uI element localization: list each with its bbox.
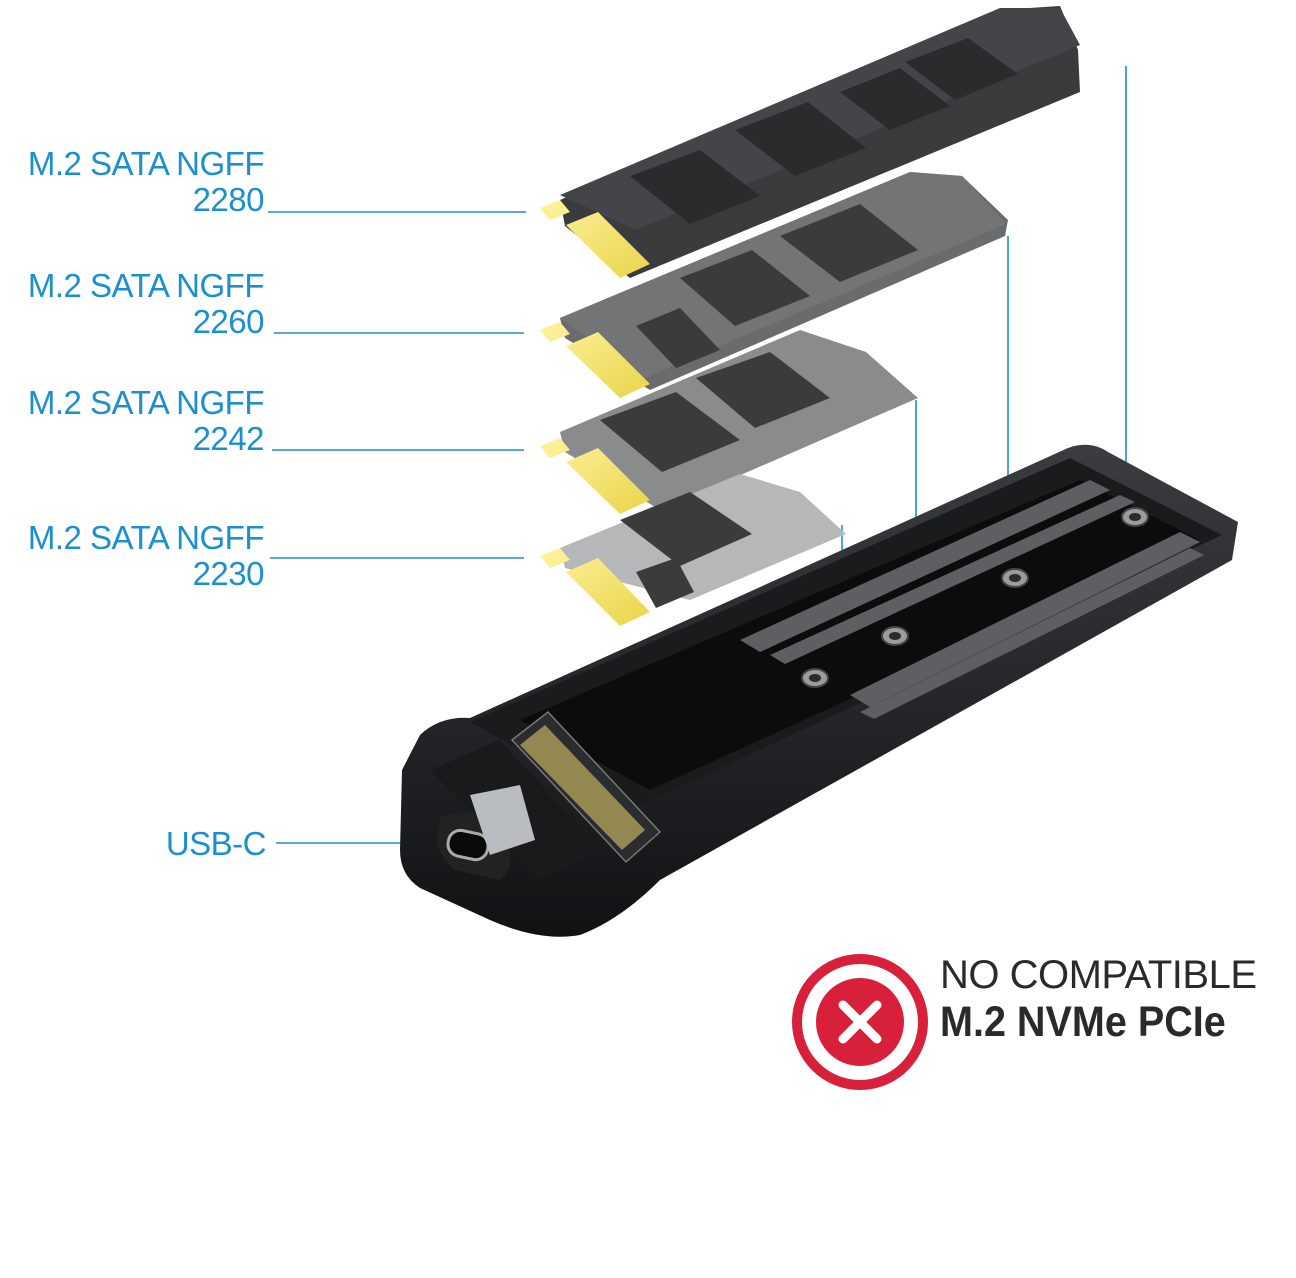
ssd-2230 (540, 474, 846, 626)
label-2242: M.2 SATA NGFF 2242 (27, 384, 265, 457)
label-2260-size: 2260 (192, 303, 265, 340)
label-2260: M.2 SATA NGFF 2260 (27, 267, 265, 340)
label-2230-size: 2230 (192, 555, 265, 592)
label-2280-type: M.2 SATA NGFF (27, 145, 265, 182)
ssd-2260 (540, 172, 1008, 398)
leader-lines (268, 66, 1127, 844)
warning-line2: M.2 NVMe PCIe (940, 998, 1226, 1046)
label-2260-type: M.2 SATA NGFF (27, 267, 265, 304)
ssd-2280 (540, 6, 1080, 278)
label-2230-type: M.2 SATA NGFF (27, 519, 265, 556)
incompatibility-notice: NO COMPATIBLE M.2 NVMe PCIe (940, 955, 1257, 1044)
warning-line1: NO COMPATIBLE (940, 953, 1257, 997)
x-circle-icon (792, 954, 928, 1090)
label-2242-type: M.2 SATA NGFF (27, 384, 265, 421)
label-2242-size: 2242 (192, 420, 265, 457)
label-2280: M.2 SATA NGFF 2280 (27, 145, 265, 218)
enclosure (400, 444, 1238, 937)
ssd-2242 (540, 330, 918, 514)
label-2280-size: 2280 (192, 181, 265, 218)
usb-c-label: USB-C (165, 825, 267, 862)
label-2230: M.2 SATA NGFF 2230 (27, 519, 265, 592)
usb-c-port (437, 785, 535, 880)
